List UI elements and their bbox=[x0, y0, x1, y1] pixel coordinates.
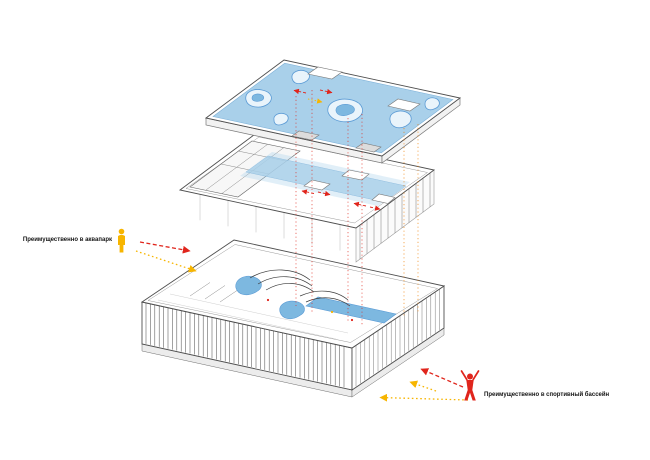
entry-arrow-red-right bbox=[420, 368, 464, 388]
roof-skylight bbox=[387, 98, 421, 112]
roof-pool-water bbox=[335, 104, 355, 116]
right-facade-louvers bbox=[355, 288, 440, 387]
aquapark-label-text: Преимущественно в аквапарк bbox=[23, 237, 112, 243]
level-connectors bbox=[295, 90, 419, 326]
roof-unit bbox=[291, 130, 320, 141]
plan-partition bbox=[204, 285, 226, 300]
sports-pool-label: Преимущественно в спортивный бассейн bbox=[460, 370, 610, 401]
entry-arrow-yellow-right bbox=[379, 393, 469, 402]
sports-pool-label-text: Преимущественно в спортивный бассейн bbox=[484, 391, 610, 398]
person-icon-yellow bbox=[118, 228, 125, 253]
entry-arrows-right bbox=[379, 368, 469, 402]
roof-pool-shape bbox=[424, 97, 440, 111]
middle-level bbox=[178, 131, 436, 263]
circulation-arrow-red bbox=[353, 201, 367, 208]
roof-pool-water bbox=[251, 93, 265, 102]
slide-arc bbox=[257, 276, 313, 287]
plan-marker-yellow bbox=[330, 310, 334, 314]
ground-level bbox=[140, 239, 446, 398]
ground-wall-inner-line bbox=[147, 244, 439, 343]
middle-right-columns bbox=[359, 172, 431, 259]
slide-arc bbox=[249, 269, 311, 281]
front-facade-louvers bbox=[145, 302, 345, 388]
entry-arrow-yellow-corner bbox=[409, 380, 437, 392]
plan-marker-red bbox=[266, 298, 270, 302]
aquapark-label: Преимущественно в аквапарк bbox=[23, 228, 125, 253]
circulation-arrow-yellow bbox=[307, 98, 323, 104]
middle-roofbox bbox=[371, 193, 396, 204]
roof-skylight bbox=[307, 66, 343, 80]
slide-arc bbox=[305, 297, 351, 307]
entry-arrows-left bbox=[135, 241, 197, 273]
plan-partition bbox=[219, 288, 241, 303]
plan-guide bbox=[157, 299, 337, 340]
middle-roofbox bbox=[341, 169, 370, 181]
roof-pool-shape bbox=[389, 110, 412, 129]
roof-pool-shape bbox=[273, 112, 289, 126]
middle-roofbox bbox=[303, 179, 331, 191]
circulation-arrow-red bbox=[317, 190, 331, 197]
roof-level bbox=[204, 59, 462, 164]
roof-pool-shape bbox=[291, 70, 310, 85]
plan-marker-red bbox=[350, 318, 354, 322]
room-partition bbox=[205, 143, 269, 191]
plan-guide bbox=[169, 293, 349, 334]
circulation-arrow-red bbox=[319, 88, 333, 95]
slide-arc bbox=[265, 283, 315, 293]
leisure-pool bbox=[235, 275, 262, 296]
person-icon-red bbox=[460, 370, 480, 401]
plan-partition bbox=[189, 282, 211, 297]
ground-floor-plan bbox=[140, 239, 446, 349]
leisure-pool bbox=[279, 300, 305, 320]
circulation-arrow-red bbox=[293, 88, 307, 95]
entry-arrow-red-left bbox=[139, 241, 191, 254]
circulation-arrow-red bbox=[369, 205, 381, 211]
slide-arc bbox=[299, 290, 349, 301]
lap-pool bbox=[305, 296, 397, 324]
water-channel bbox=[245, 155, 407, 203]
entry-arrow-yellow-left bbox=[135, 250, 197, 273]
